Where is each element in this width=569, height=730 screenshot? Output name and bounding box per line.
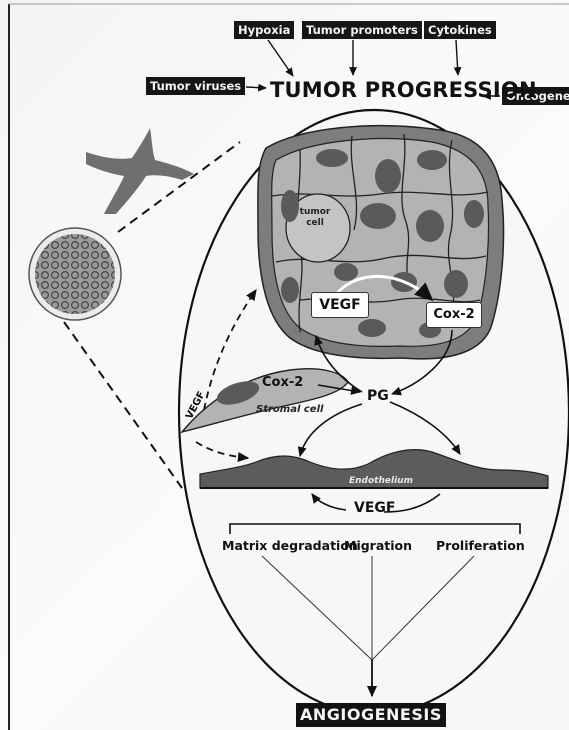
arrow-cytokines bbox=[456, 40, 458, 75]
factor-cytokines-tag: Cytokines bbox=[424, 21, 496, 39]
vegf-endothelium-label: VEGF bbox=[354, 500, 395, 516]
process-proliferation: Proliferation bbox=[436, 538, 525, 553]
pg-label: PG bbox=[367, 388, 389, 404]
factor-tumor-viruses-tag: Tumor viruses bbox=[146, 77, 245, 95]
process-matrix-degradation: Matrix degradation bbox=[222, 538, 358, 553]
angiogenesis-outcome: ANGIOGENESIS bbox=[296, 703, 446, 727]
process-migration: Migration bbox=[344, 538, 412, 553]
vessel-branch bbox=[86, 128, 194, 214]
factor-hypoxia-tag: Hypoxia bbox=[234, 21, 294, 39]
arrow-hypoxia bbox=[268, 40, 293, 76]
tumor-cell-label: tumor cell bbox=[292, 207, 338, 229]
endothelium-label: Endothelium bbox=[349, 476, 413, 486]
cox2-stromal-label: Cox-2 bbox=[262, 375, 303, 390]
tumor-mass-texture bbox=[35, 234, 115, 314]
vegf-tumor-label: VEGF bbox=[311, 292, 369, 318]
tumor-progression-title: TUMOR PROGRESSION bbox=[270, 78, 537, 102]
cox2-tumor-label: Cox-2 bbox=[426, 302, 482, 328]
stromal-cell-label: Stromal cell bbox=[256, 404, 323, 415]
factor-tumor-promoters-tag: Tumor promoters bbox=[302, 21, 422, 39]
arrow-viruses bbox=[246, 87, 266, 88]
zoom-line-bottom bbox=[64, 322, 182, 488]
